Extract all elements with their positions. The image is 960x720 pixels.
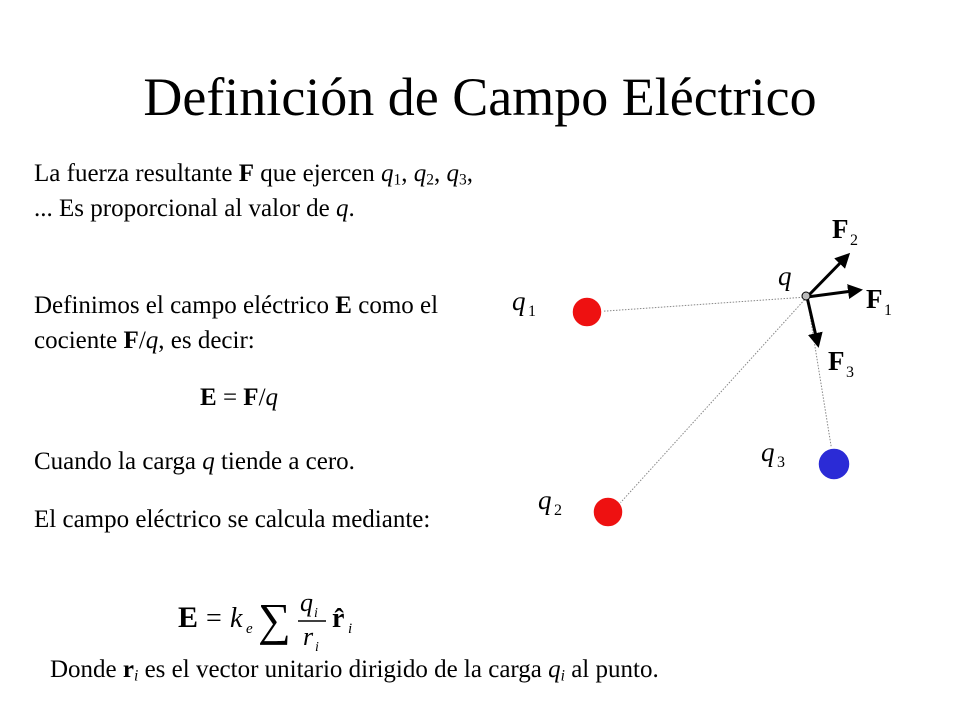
charge-q1: q <box>381 160 394 187</box>
separator: , <box>434 160 447 187</box>
vector-F: F <box>243 384 259 411</box>
subscript-i: i <box>134 667 139 685</box>
charge-q: q <box>336 195 349 222</box>
text: como el cociente <box>34 292 439 354</box>
summation-icon: ∑ <box>258 594 291 645</box>
charge-q: q <box>145 327 159 354</box>
charge-q2: q <box>413 160 427 187</box>
label-q: q <box>778 261 792 291</box>
label-F2-subscript: 2 <box>850 232 858 249</box>
text: , ... Es proporcional al valor de <box>34 160 474 222</box>
slash: / <box>258 384 266 411</box>
text: Definimos el campo eléctrico <box>34 292 336 319</box>
vector-r: r <box>122 656 135 683</box>
label-q3-subscript: 3 <box>777 454 785 471</box>
label-q1-subscript: 1 <box>528 303 536 320</box>
paragraph-definition: Definimos el campo eléctrico E como el c… <box>34 288 474 358</box>
label-F1-subscript: 1 <box>884 302 892 319</box>
text: es el vector unitario dirigido de la car… <box>138 656 549 683</box>
line-q1-to-q <box>591 296 808 313</box>
line-q2-to-q <box>611 296 808 513</box>
test-charge-q-icon <box>801 291 811 301</box>
formula-r-denominator: r <box>303 622 314 651</box>
slide-title: Definición de Campo Eléctrico <box>143 67 817 127</box>
text: al punto. <box>564 656 659 683</box>
subscript-i: i <box>560 667 565 685</box>
label-q3: q <box>761 437 775 467</box>
force-F1-arrow <box>806 284 863 300</box>
charge-q1-icon <box>571 296 603 328</box>
formula-r-subscript: i <box>315 640 319 653</box>
formula-k: k <box>230 603 243 634</box>
paragraph-limit: Cuando la carga q tiende a cero. <box>34 444 494 479</box>
label-F3: F <box>828 346 845 376</box>
text: que ejercen <box>254 160 382 187</box>
equals: = <box>216 384 244 411</box>
text: . <box>348 195 355 222</box>
line-q3-to-q <box>806 296 835 465</box>
formula-q-subscript: i <box>314 606 318 621</box>
label-q1: q <box>512 286 526 316</box>
field-formula: E = k e ∑ q i r i r̂ i <box>178 588 352 653</box>
charge-q: q <box>202 448 215 475</box>
unit-vector-r-hat: r̂ <box>332 603 344 634</box>
paragraph-calculation: El campo eléctrico se calcula mediante: <box>34 506 431 533</box>
formula-equals: = <box>206 603 222 634</box>
formula-E: E <box>178 601 198 634</box>
label-q2-subscript: 2 <box>554 502 562 519</box>
subscript: 3 <box>459 171 467 189</box>
footnote-unit-vector: Donde ri es el vector unitario dirigido … <box>50 652 659 687</box>
label-F1: F <box>866 284 883 314</box>
label-q2: q <box>538 485 552 515</box>
text: Donde <box>50 656 123 683</box>
charge-q3: q <box>446 160 460 187</box>
text: La fuerza resultante <box>34 160 239 187</box>
charge-q: q <box>265 384 279 411</box>
slash: / <box>138 327 146 354</box>
formula-k-subscript: e <box>246 621 253 637</box>
force-F3-arrow <box>805 296 823 348</box>
vector-E: E <box>335 292 352 319</box>
paragraph-force-proportional: La fuerza resultante F que ejercen q1, q… <box>34 156 484 226</box>
text: tiende a cero. <box>214 448 355 475</box>
equation-E-F-over-q: E = F/q <box>200 380 278 415</box>
force-F2-arrow <box>805 252 851 299</box>
text: , es decir: <box>158 327 255 354</box>
label-F3-subscript: 3 <box>846 364 854 381</box>
formula-q-numerator: q <box>300 588 313 617</box>
charge-q2-icon <box>592 496 624 528</box>
label-F2: F <box>832 214 849 244</box>
separator: , <box>401 160 414 187</box>
formula-rhat-subscript: i <box>348 621 352 637</box>
text: Cuando la carga <box>34 448 203 475</box>
charge-q: q <box>548 656 561 683</box>
vector-F: F <box>238 160 255 187</box>
vector-F: F <box>123 327 139 354</box>
subscript: 2 <box>426 171 435 189</box>
charge-q3-icon <box>817 447 851 481</box>
vector-E: E <box>200 384 217 411</box>
subscript: 1 <box>393 171 402 189</box>
